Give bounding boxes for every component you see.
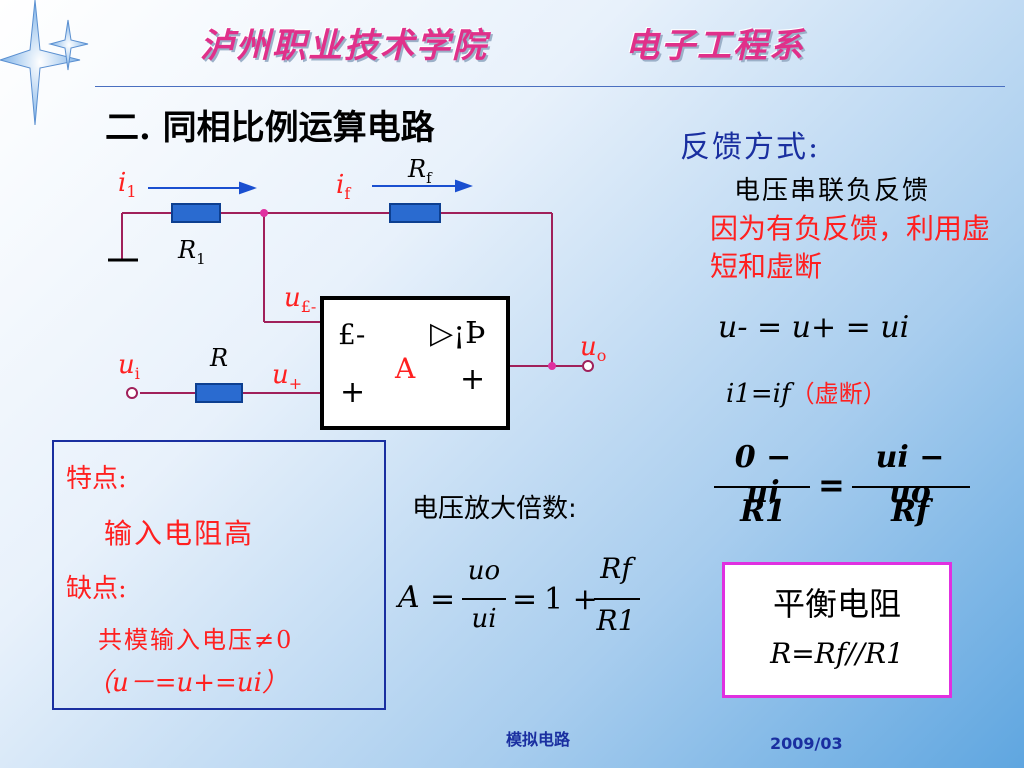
gain-r1: R1 xyxy=(596,604,636,637)
eq-virtual-open: i1=if（虚断） xyxy=(726,379,887,409)
gain-bar2 xyxy=(594,598,640,600)
gain-ui: ui xyxy=(471,604,497,634)
school-title: 泸州职业技术学院 xyxy=(200,26,488,66)
drawback-text: 共模输入电压≠0 xyxy=(98,626,294,654)
eq-virtual-short: u- = u+ = ui xyxy=(718,310,910,345)
slide-heading: 二. 同相比例运算电路 xyxy=(105,108,435,148)
frac-right-bar xyxy=(852,486,970,488)
feedback-type: 电压串联负反馈 xyxy=(734,176,931,206)
resistor-r1 xyxy=(171,203,221,223)
opamp-minus-label: £- xyxy=(338,318,366,351)
department-title: 电子工程系 xyxy=(625,26,805,66)
drawback-title: 缺点: xyxy=(66,574,127,604)
label-uo: uo xyxy=(580,332,607,366)
label-if: if xyxy=(336,170,351,204)
feature-title: 特点: xyxy=(66,464,127,494)
label-u-plus: u+ xyxy=(272,360,303,394)
circuit-diagram xyxy=(108,179,594,430)
gain-one-plus: 1 + xyxy=(544,582,598,617)
opamp-plus-input: + xyxy=(340,375,366,410)
gain-bar1 xyxy=(462,598,506,600)
label-rf: Rf xyxy=(408,155,432,187)
balance-formula: R=Rf//R1 xyxy=(770,637,904,670)
drawback-note: （u－=u+=ui） xyxy=(86,668,288,698)
gain-eq2: = xyxy=(512,582,538,617)
frac-equals: = xyxy=(818,466,845,504)
frac-left-numerator: 0 − ui xyxy=(734,440,792,510)
label-ui: ui xyxy=(118,350,140,384)
header-divider xyxy=(95,86,1005,87)
balance-resistor-box: 平衡电阻 R=Rf//R1 xyxy=(722,562,952,698)
opamp-gain-label: A xyxy=(395,352,416,385)
opamp-box xyxy=(320,296,510,430)
feedback-title: 反馈方式: xyxy=(680,130,821,165)
resistor-r xyxy=(195,383,243,403)
footer-course: 模拟电路 xyxy=(506,730,571,749)
balance-title: 平衡电阻 xyxy=(772,585,901,623)
frac-left-denominator: R1 xyxy=(740,494,786,529)
opamp-symbol: ▷¡Þ xyxy=(430,316,486,351)
frac-left-bar xyxy=(714,486,810,488)
gain-label: 电压放大倍数: xyxy=(412,494,577,524)
label-r1: R1 xyxy=(178,236,206,268)
label-u-minus: u£- xyxy=(284,283,317,317)
resistor-rf xyxy=(389,203,441,223)
frac-right-denominator: Rf xyxy=(891,494,929,529)
gain-eq1: = xyxy=(430,582,456,617)
feedback-reason: 因为有负反馈，利用虚短和虚断 xyxy=(710,212,991,283)
gain-rf: Rf xyxy=(600,552,632,585)
label-r: R xyxy=(210,344,229,372)
opamp-plus-output: + xyxy=(460,362,486,397)
frac-right-numerator: ui − uo xyxy=(875,440,945,510)
features-box: 特点: 输入电阻高 缺点: 共模输入电压≠0 （u－=u+=ui） xyxy=(52,440,386,710)
footer-date: 2009/03 xyxy=(770,734,843,753)
star-logo-icon xyxy=(0,0,89,126)
gain-A: A xyxy=(398,580,420,615)
label-i1: i1 xyxy=(118,168,137,202)
gain-uo: uo xyxy=(467,556,501,586)
feature-text: 输入电阻高 xyxy=(104,517,255,550)
